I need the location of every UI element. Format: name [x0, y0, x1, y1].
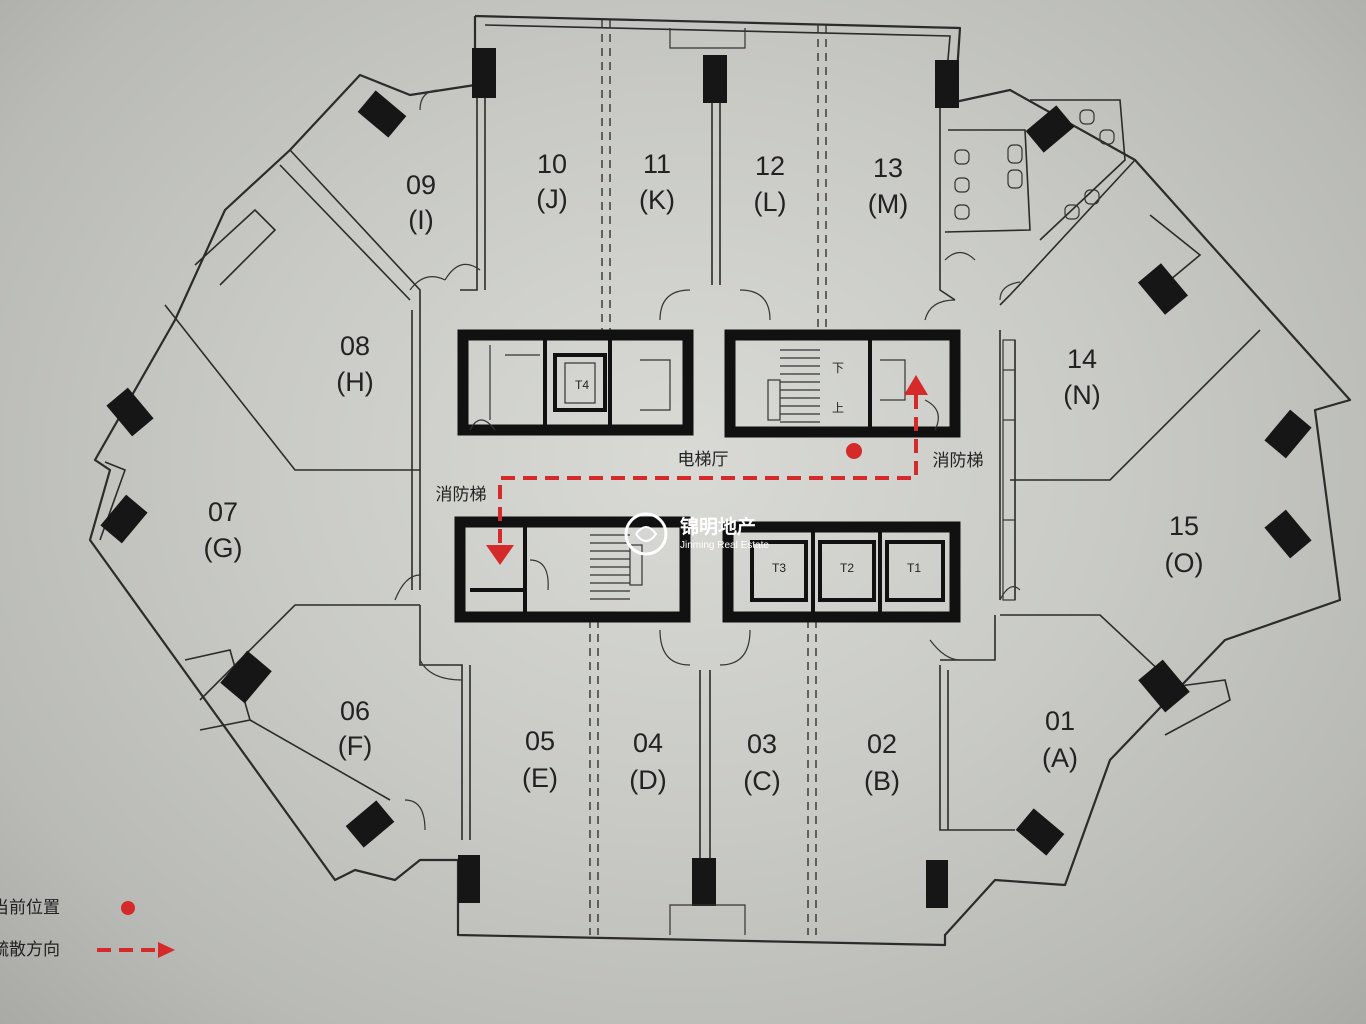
legend-evacuation-label: 疏散方向 [0, 940, 60, 960]
column [692, 858, 716, 906]
stair-up-label: 上 [832, 401, 844, 415]
current-position-marker [846, 443, 862, 459]
unit-02-letter: (B) [864, 766, 900, 796]
unit-05-letter: (E) [522, 763, 558, 793]
route-arrow-down [486, 545, 514, 565]
legend-current-position-marker [121, 901, 135, 915]
unit-10-letter: (J) [536, 184, 567, 214]
unit-06-number: 06 [340, 696, 370, 726]
stair-treads [590, 534, 643, 600]
stair-treads [767, 349, 820, 423]
column [1138, 659, 1190, 713]
column [703, 55, 727, 103]
core-upper-right [724, 329, 961, 438]
unit-09-letter: (I) [408, 205, 433, 235]
unit-07-number: 07 [208, 497, 238, 527]
core-upper-left [457, 329, 694, 436]
unit-03-number: 03 [747, 729, 777, 759]
route-arrow-up [904, 375, 928, 395]
unit-12-number: 12 [755, 151, 785, 181]
unit-07-letter: (G) [204, 533, 243, 563]
column [458, 855, 480, 903]
column [935, 60, 959, 108]
unit-08-letter: (H) [336, 367, 373, 397]
watermark: 锦明地产 Jinming Real Estate [624, 512, 769, 556]
fire-stair-left-label: 消防梯 [436, 485, 487, 505]
unit-04-letter: (D) [629, 765, 666, 795]
unit-13-number: 13 [873, 153, 903, 183]
evacuation-route [486, 375, 928, 565]
watermark-logo-icon [624, 512, 668, 556]
column [106, 387, 154, 437]
unit-labels: 01 (A) 02 (B) 03 (C) 04 (D) 05 (E) 06 (F… [204, 149, 1204, 796]
unit-01-letter: (A) [1042, 743, 1078, 773]
unit-15-number: 15 [1169, 511, 1199, 541]
watermark-name: 锦明地产 [680, 515, 756, 538]
doors [394, 28, 1021, 935]
unit-15-letter: (O) [1165, 548, 1204, 578]
elevator-hall-label: 电梯厅 [678, 450, 729, 470]
unit-03-letter: (C) [743, 766, 780, 796]
column [1264, 509, 1312, 559]
core-labels: 电梯厅 消防梯 消防梯 下 上 T4 T3 T2 T1 [436, 361, 984, 575]
unit-10-number: 10 [537, 149, 567, 179]
unit-11-letter: (K) [639, 185, 675, 215]
column [472, 48, 496, 98]
fire-stair-right-label: 消防梯 [933, 451, 984, 471]
unit-05-number: 05 [525, 726, 555, 756]
column [220, 650, 272, 704]
core-lower-left [454, 516, 691, 623]
unit-13-letter: (M) [868, 189, 908, 219]
columns [100, 48, 1312, 908]
column [1138, 263, 1188, 315]
legend: 当前位置 疏散方向 [0, 898, 175, 960]
unit-02-number: 02 [867, 729, 897, 759]
right-corridor-glazing [1002, 339, 1016, 601]
elevator-t4-label: T4 [575, 378, 589, 392]
column [357, 90, 407, 138]
unit-04-number: 04 [633, 728, 663, 758]
unit-08-number: 08 [340, 331, 370, 361]
unit-11-number: 11 [643, 149, 671, 179]
legend-evacuation-arrow [158, 942, 175, 958]
elevator-t3-label: T3 [772, 561, 786, 575]
elevator-t1-label: T1 [907, 561, 921, 575]
unit-06-letter: (F) [338, 731, 372, 761]
stair-down-label: 下 [832, 361, 844, 375]
column [345, 800, 395, 848]
legend-current-position-label: 当前位置 [0, 898, 60, 918]
column [1025, 105, 1075, 153]
unit-09-number: 09 [406, 170, 436, 200]
elevator-t2-label: T2 [840, 561, 854, 575]
watermark-name-en: Jinming Real Estate [680, 540, 769, 551]
column [1015, 808, 1065, 856]
column [926, 860, 948, 908]
core-lower-right [722, 521, 961, 623]
column [100, 494, 148, 544]
unit-12-letter: (L) [754, 187, 787, 217]
unit-01-number: 01 [1045, 706, 1075, 736]
column [1264, 409, 1312, 459]
unit-14-number: 14 [1067, 344, 1097, 374]
partitions [164, 20, 1261, 935]
restroom-fixtures [954, 109, 1115, 220]
unit-14-letter: (N) [1063, 380, 1100, 410]
